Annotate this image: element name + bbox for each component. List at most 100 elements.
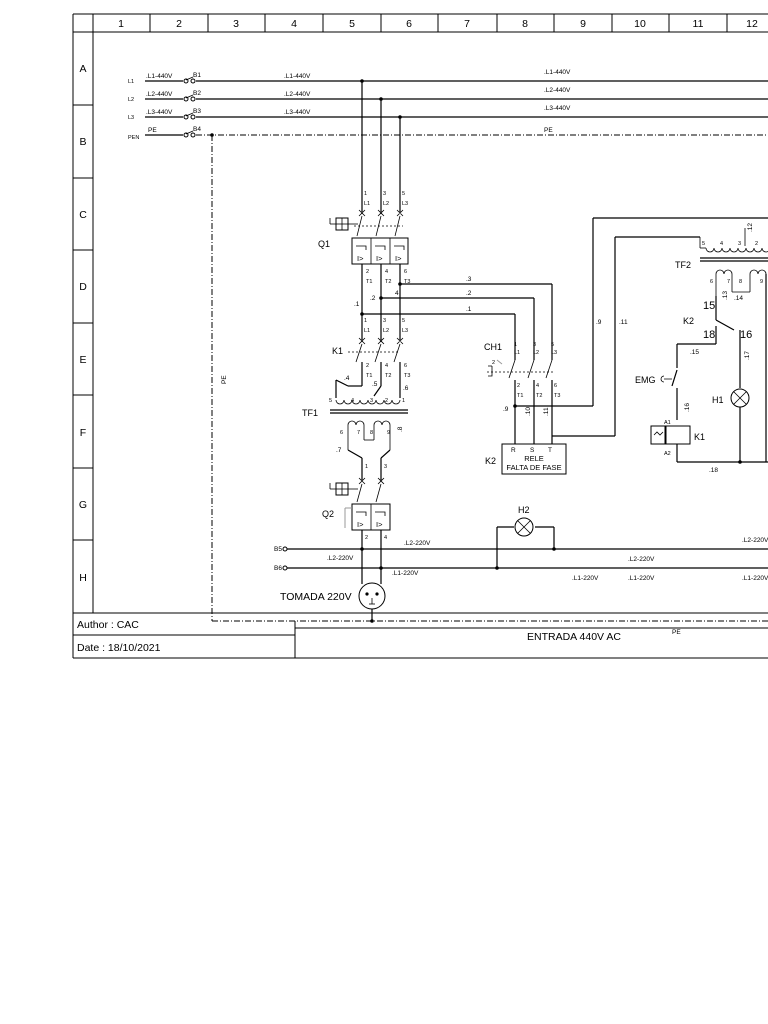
k2-contact-18: 18 — [703, 329, 715, 341]
svg-text:.1: .1 — [466, 306, 472, 313]
svg-text:.L2-220V: .L2-220V — [742, 537, 768, 544]
svg-text:.6: .6 — [403, 385, 409, 392]
k2-contact-16: 16 — [740, 329, 752, 341]
svg-text:4: 4 — [720, 241, 723, 247]
ch1-label: CH1 — [484, 342, 502, 352]
row-label-b: B — [79, 136, 86, 148]
svg-text:3: 3 — [370, 398, 373, 404]
svg-text:.L2-220V: .L2-220V — [628, 556, 655, 563]
svg-text:.18: .18 — [709, 467, 718, 474]
k2-contact-label: K2 — [683, 316, 694, 326]
svg-text:6: 6 — [404, 269, 407, 275]
svg-text:9: 9 — [760, 279, 763, 285]
svg-text:.L2-220V: .L2-220V — [327, 555, 354, 562]
svg-text:6: 6 — [404, 363, 407, 369]
svg-text:.L1-220V: .L1-220V — [392, 570, 419, 577]
terminal-b6: B6 — [274, 565, 282, 572]
tf2-label: TF2 — [675, 260, 691, 270]
svg-text:4: 4 — [395, 290, 399, 297]
svg-text:T3: T3 — [404, 373, 410, 379]
line-label-l3: L3 — [128, 115, 134, 121]
svg-text:.7: .7 — [336, 447, 342, 454]
q1-trip-1: I> — [357, 254, 364, 263]
svg-text:1: 1 — [364, 191, 367, 197]
k1-label: K1 — [332, 346, 343, 356]
breaker-label-b1: B1 — [193, 72, 201, 79]
pe-vertical-label: PE — [221, 375, 228, 384]
date-field: Date : 18/10/2021 — [77, 642, 161, 654]
breaker-label-b3: B3 — [193, 108, 201, 115]
svg-text:T2: T2 — [385, 373, 391, 379]
column-label-10: 10 — [634, 18, 646, 30]
lamp-h2: H2 — [496, 505, 555, 568]
svg-text:.4: .4 — [344, 375, 350, 382]
row-label-a: A — [79, 63, 86, 75]
svg-text:4: 4 — [536, 383, 539, 389]
bus-label-l3-right: .L3-440V — [544, 105, 571, 112]
svg-text:6: 6 — [710, 279, 713, 285]
q1-output-wiring: .3 .2 .1 .1 .2 4 — [354, 276, 553, 344]
svg-text:R: R — [511, 447, 516, 454]
svg-text:5: 5 — [402, 191, 405, 197]
disconnect-b2 — [183, 94, 196, 102]
column-label-7: 7 — [464, 18, 470, 30]
q1-label: Q1 — [318, 239, 330, 249]
column-labels: 1 2 3 4 5 6 7 8 9 10 11 12 — [118, 18, 758, 30]
svg-text:.15: .15 — [690, 349, 699, 356]
sheet-title: ENTRADA 440V AC — [527, 631, 621, 643]
line-label-pen: PEN — [128, 135, 139, 141]
svg-text:3: 3 — [384, 464, 387, 470]
disconnect-b4 — [183, 130, 196, 138]
svg-text:6: 6 — [340, 430, 343, 436]
svg-text:.L1-220V: .L1-220V — [572, 575, 599, 582]
q2-label: Q2 — [322, 509, 334, 519]
column-label-6: 6 — [406, 18, 412, 30]
svg-text:.11: .11 — [543, 407, 550, 416]
k2-label: K2 — [485, 456, 496, 466]
svg-text:L1: L1 — [514, 350, 520, 356]
svg-text:L2: L2 — [383, 201, 389, 207]
terminal-b5: B5 — [274, 546, 282, 553]
socket-tomada: TOMADA 220V — [280, 549, 386, 621]
k1-coil-a2: A2 — [664, 451, 671, 457]
svg-text:8: 8 — [370, 430, 373, 436]
svg-text:4: 4 — [385, 269, 388, 275]
k1-coil-label: K1 — [694, 432, 705, 442]
svg-text:T1: T1 — [366, 373, 372, 379]
line-label-l1: L1 — [128, 79, 134, 85]
line-label-l2: L2 — [128, 97, 134, 103]
title-pe-label: PE — [672, 629, 681, 636]
bus-label-l1: .L1-440V — [146, 73, 173, 80]
svg-text:8: 8 — [739, 279, 742, 285]
transformer-tf1: 5 4 3 2 1 TF1 6 7 8 9 .8 .7 1 3 — [302, 379, 408, 480]
svg-text:L1: L1 — [364, 328, 370, 334]
svg-text:L3: L3 — [402, 328, 408, 334]
h1-label: H1 — [712, 395, 724, 405]
svg-text:5: 5 — [702, 241, 705, 247]
switch-ch1: CH1 1 L1 3 L2 5 L3 2 2 T1 4 T2 6 T3 .9 .… — [484, 342, 560, 444]
bus-label-l1-right: .L1-440V — [544, 69, 571, 76]
svg-text:.12: .12 — [747, 223, 754, 232]
row-label-d: D — [79, 281, 87, 293]
svg-text:9: 9 — [387, 430, 390, 436]
bus-label-l3-mid: .L3-440V — [284, 109, 311, 116]
column-label-9: 9 — [580, 18, 586, 30]
row-label-h: H — [79, 572, 87, 584]
breaker-q2: Q2 I> I> 2 4 — [322, 477, 391, 541]
svg-text:S: S — [530, 447, 535, 454]
contactor-k1: 1 L1 3 L2 5 L3 K1 2 T1 4 T2 6 T3 .4 .5 .… — [332, 284, 410, 392]
column-label-12: 12 — [746, 18, 758, 30]
column-label-2: 2 — [176, 18, 182, 30]
svg-text:2: 2 — [385, 398, 388, 404]
svg-text:2: 2 — [365, 535, 368, 541]
column-label-3: 3 — [233, 18, 239, 30]
breaker-label-b2: B2 — [193, 90, 201, 97]
svg-text:.14: .14 — [734, 295, 743, 302]
bus-label-l2-mid: .L2-440V — [284, 91, 311, 98]
row-label-g: G — [79, 499, 87, 511]
column-label-1: 1 — [118, 18, 124, 30]
svg-text:.8: .8 — [397, 426, 404, 432]
q1-trip-3: I> — [395, 254, 402, 263]
svg-text:6: 6 — [554, 383, 557, 389]
